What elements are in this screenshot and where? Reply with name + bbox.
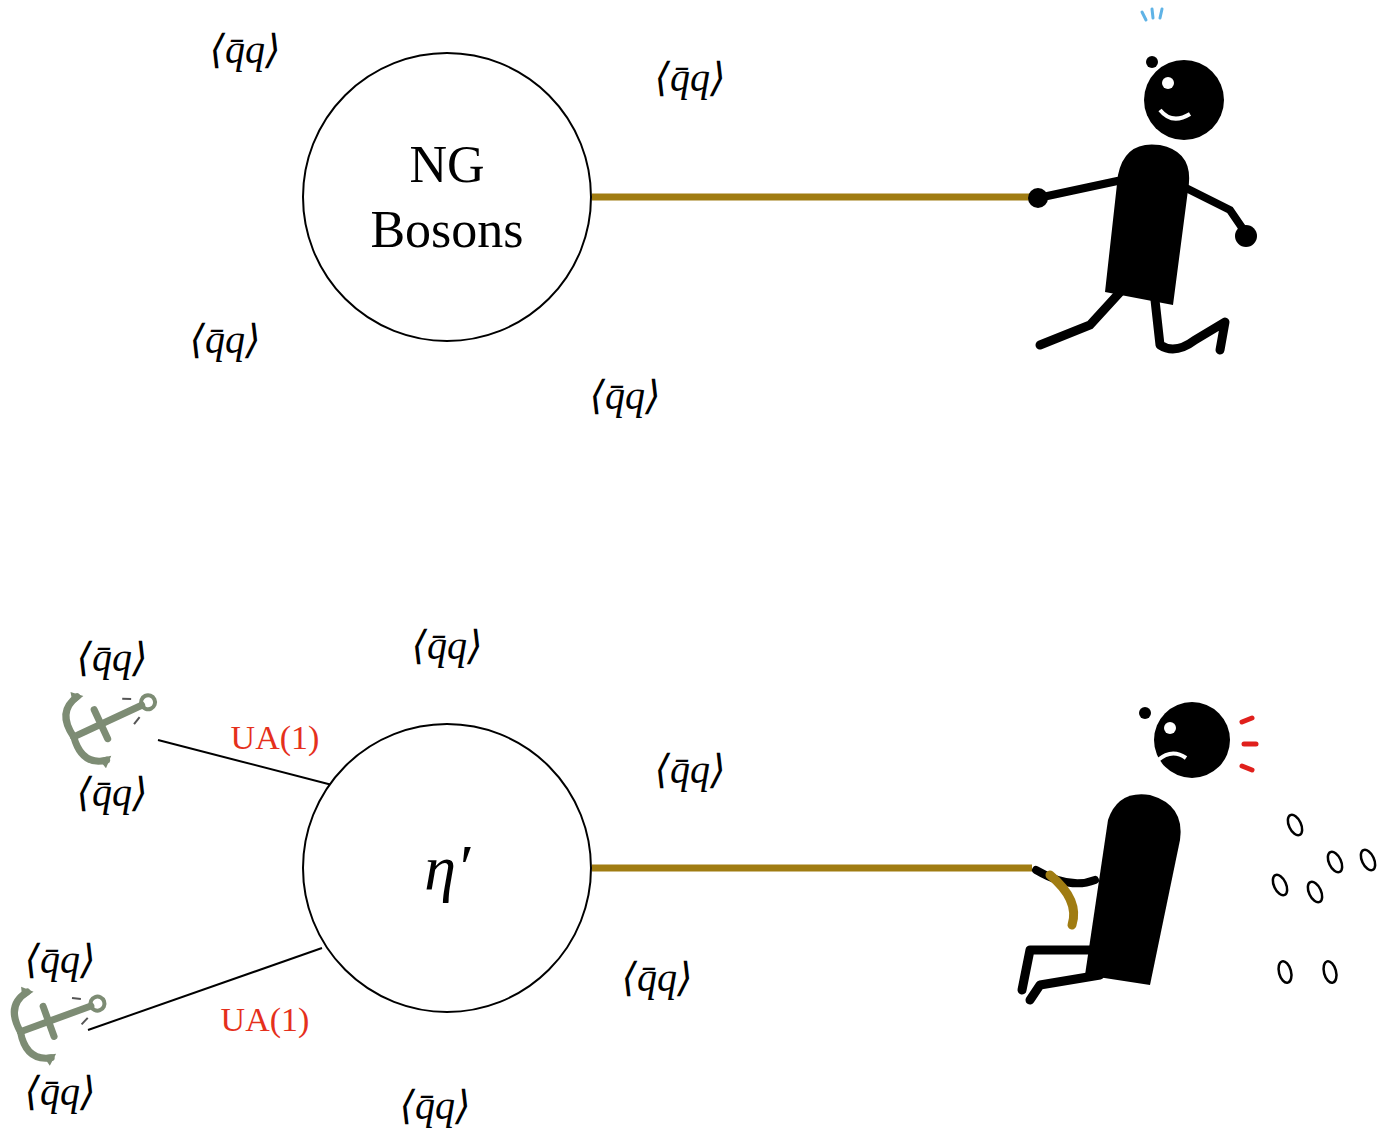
symmetry-label: UA(1) <box>221 1001 310 1038</box>
condensate-label: ⟨q̄q⟩ <box>76 636 147 680</box>
rope <box>592 865 1032 872</box>
boson-circle: η′ <box>302 723 592 1013</box>
condensate-label: ⟨q̄q⟩ <box>654 56 725 100</box>
boson-circle: NG Bosons <box>302 52 592 342</box>
condensate-label: ⟨q̄q⟩ <box>589 374 660 418</box>
condensate-label: ⟨q̄q⟩ <box>76 771 147 815</box>
node-label: η′ <box>424 828 470 908</box>
rope <box>592 194 1032 201</box>
condensate-label: ⟨q̄q⟩ <box>399 1084 470 1128</box>
happy-figure <box>1028 9 1257 350</box>
condensate-label: ⟨q̄q⟩ <box>411 624 482 668</box>
straining-figure <box>1022 702 1378 1000</box>
condensate-label: ⟨q̄q⟩ <box>621 956 692 1000</box>
condensate-label: ⟨q̄q⟩ <box>24 1070 95 1114</box>
node-label: NG Bosons <box>342 132 552 262</box>
condensate-label: ⟨q̄q⟩ <box>189 318 260 362</box>
condensate-label: ⟨q̄q⟩ <box>654 748 725 792</box>
circle-outline <box>302 52 592 342</box>
condensate-label: ⟨q̄q⟩ <box>24 938 95 982</box>
condensate-label: ⟨q̄q⟩ <box>209 28 280 72</box>
symmetry-label: UA(1) <box>231 719 320 756</box>
